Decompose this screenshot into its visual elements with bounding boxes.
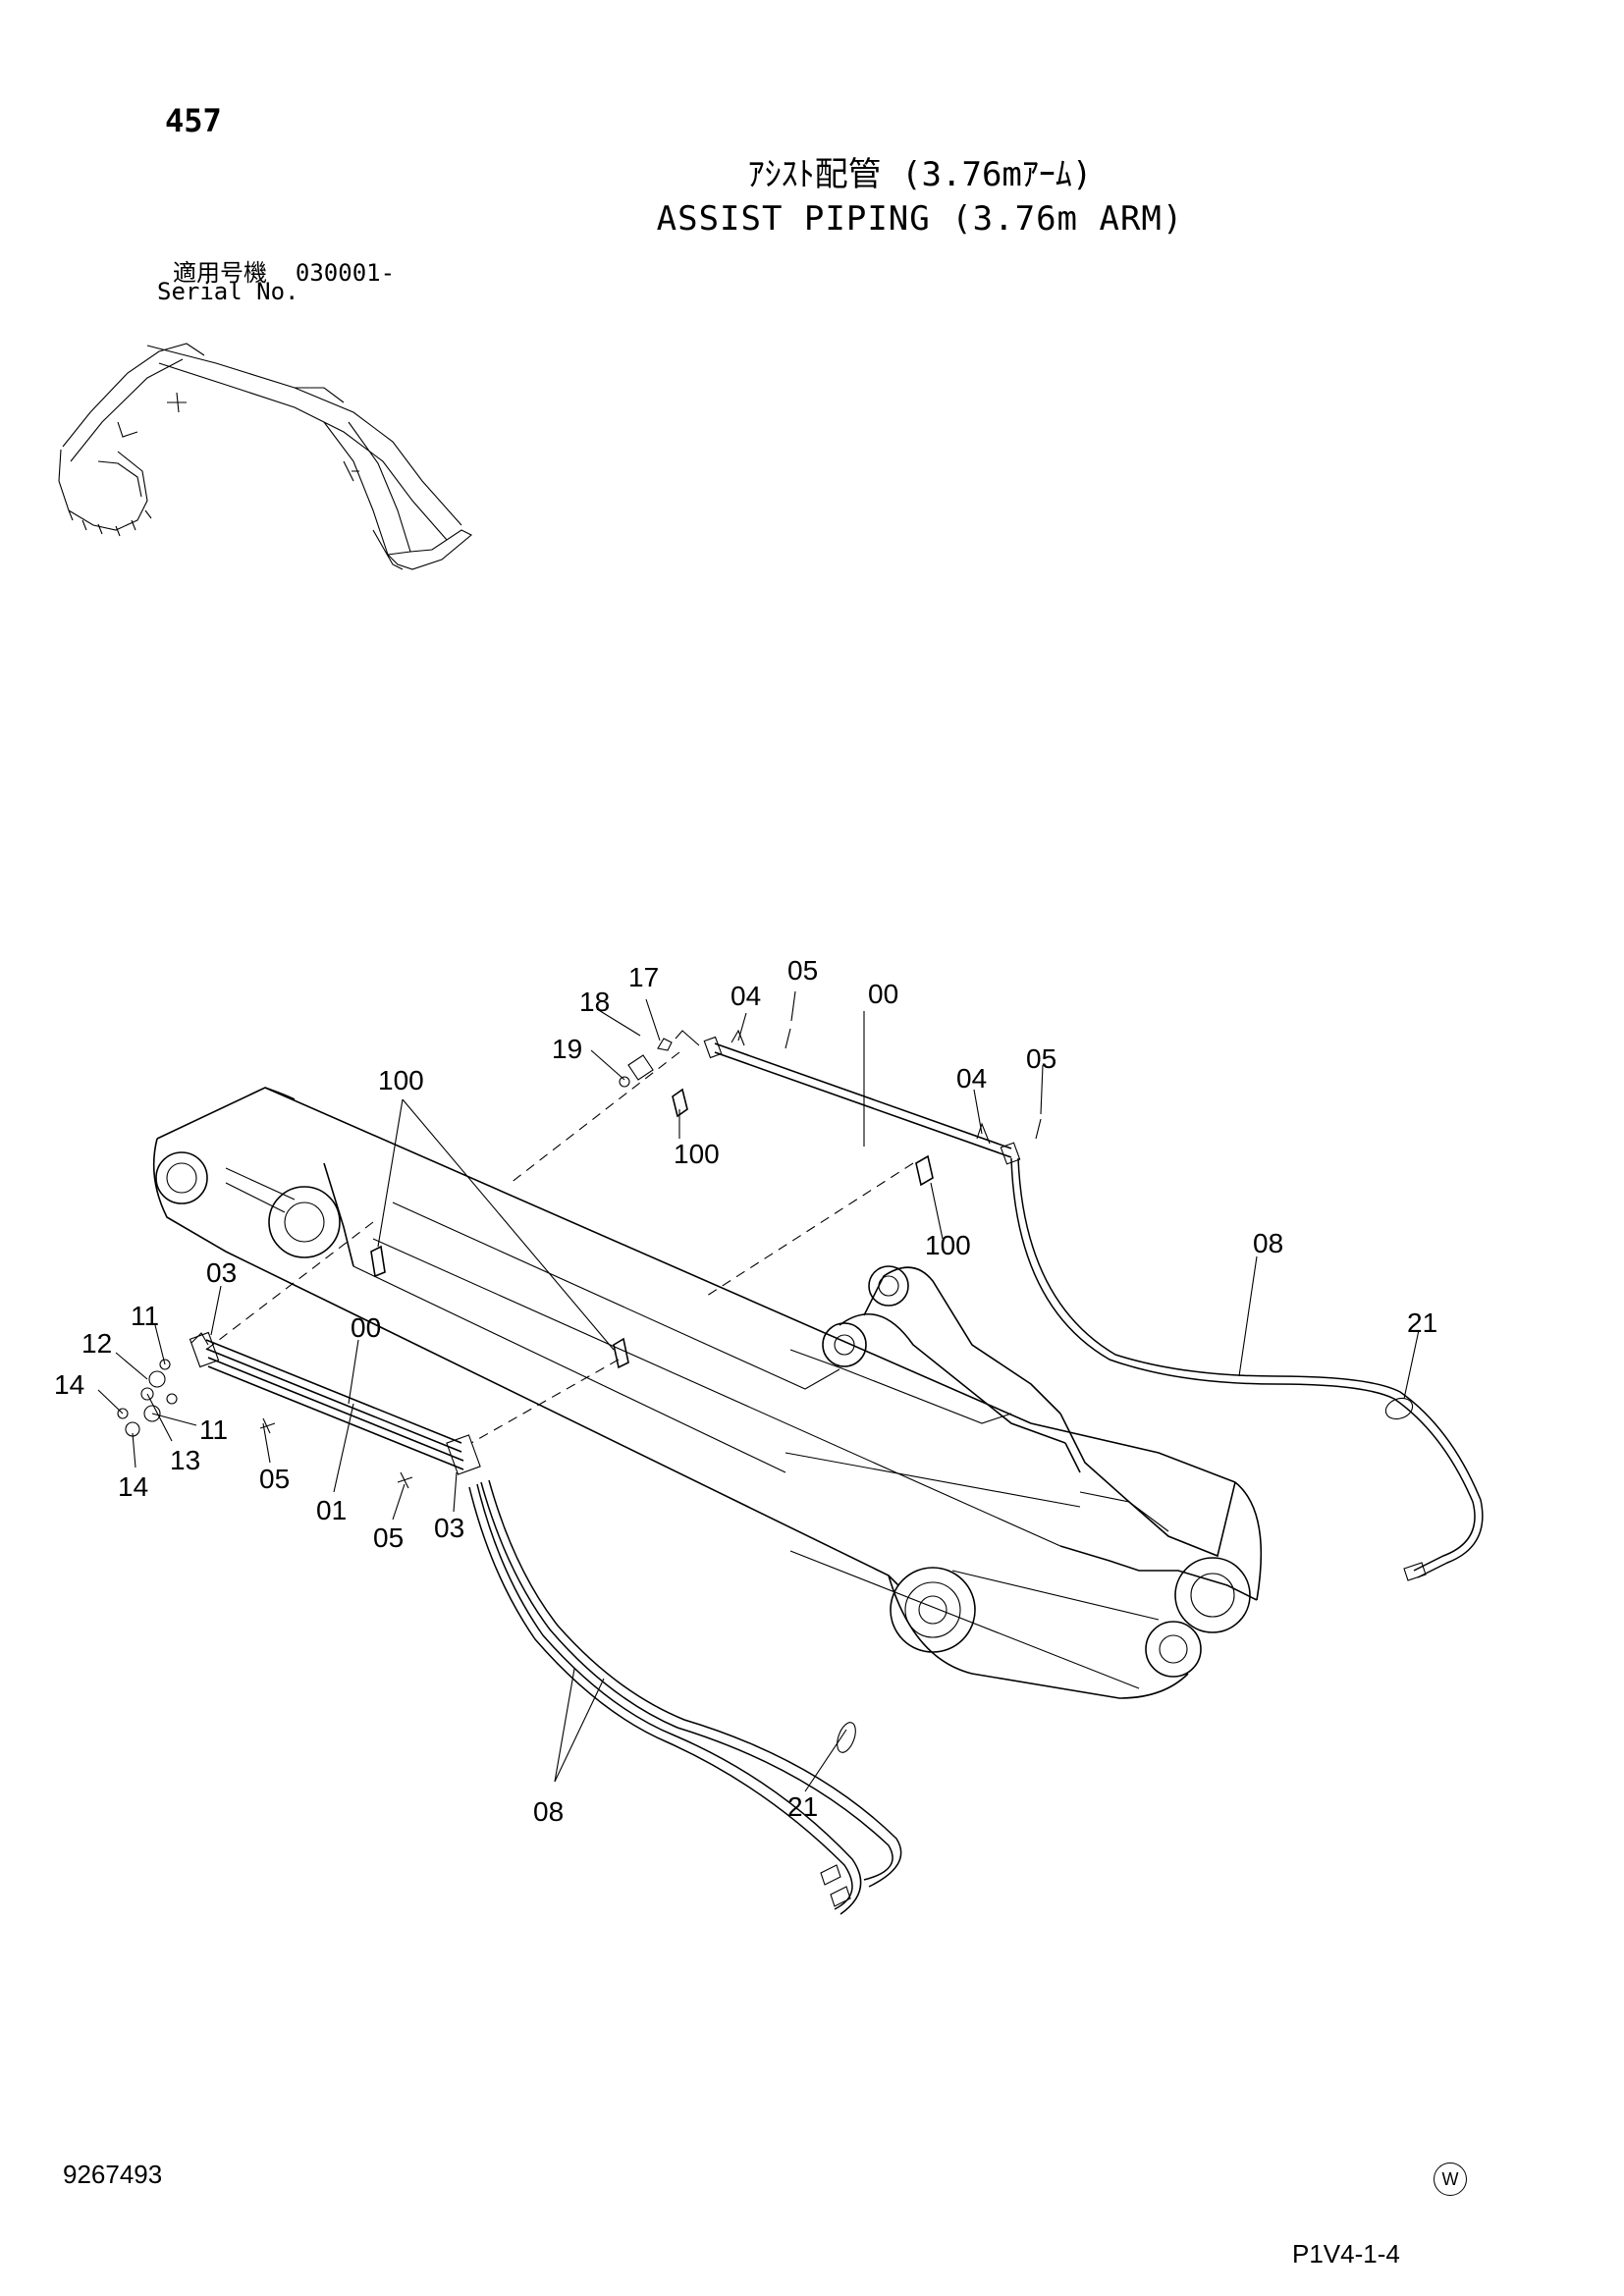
callout-14: 14 xyxy=(118,1471,148,1502)
serial-label-japanese: 適用号機 030001- xyxy=(173,253,395,288)
title-english: ASSIST PIPING (3.76m ARM) xyxy=(656,199,1184,239)
callout-11: 11 xyxy=(131,1301,159,1331)
callout-18: 18 xyxy=(579,987,610,1017)
callout-100: 100 xyxy=(674,1139,720,1169)
arm-clips xyxy=(370,1245,629,1369)
serial-label-english: Serial No. xyxy=(157,278,299,305)
callout-01: 01 xyxy=(316,1495,347,1525)
excavator-thumbnail xyxy=(58,343,472,570)
title-japanese: ｱｼｽﾄ配管 (3.76mｱｰﾑ) xyxy=(747,155,1093,194)
callout-05: 05 xyxy=(1026,1043,1056,1074)
lower-pipe-assembly xyxy=(117,1331,481,1489)
hoses xyxy=(468,1157,1484,1915)
leader-lines xyxy=(97,990,1420,1792)
w-circle-icon: W xyxy=(1434,2163,1467,2196)
callout-19: 19 xyxy=(552,1034,582,1064)
callout-17: 17 xyxy=(628,962,659,992)
page-code: P1V4-1-4 xyxy=(1292,2239,1400,2269)
serial-number-value: 030001- xyxy=(295,259,396,287)
callout-05: 05 xyxy=(787,955,818,986)
upper-pipe-assembly xyxy=(619,1028,1042,1187)
callout-00: 00 xyxy=(868,979,898,1009)
page-number: 457 xyxy=(165,102,222,139)
document-number: 9267493 xyxy=(63,2160,163,2189)
callout-21: 21 xyxy=(787,1791,818,1822)
callout-05: 05 xyxy=(373,1522,404,1553)
callout-08: 08 xyxy=(1253,1228,1283,1258)
callout-14: 14 xyxy=(54,1369,84,1400)
alignment-lines xyxy=(205,1051,914,1444)
callout-05: 05 xyxy=(259,1464,290,1494)
callout-12: 12 xyxy=(81,1328,112,1359)
callout-11: 11 xyxy=(199,1415,228,1445)
callout-00: 00 xyxy=(351,1312,381,1343)
callout-04: 04 xyxy=(956,1063,987,1094)
serial-label-jp-text: 適用号機 xyxy=(173,259,267,287)
callout-21: 21 xyxy=(1407,1308,1437,1338)
callout-100: 100 xyxy=(378,1065,424,1095)
callout-08: 08 xyxy=(533,1796,564,1827)
callout-100: 100 xyxy=(925,1230,971,1260)
callout-03: 03 xyxy=(206,1257,237,1288)
callout-04: 04 xyxy=(731,981,761,1011)
callout-labels: 17 18 19 04 05 00 05 04 100 100 100 08 2… xyxy=(54,955,1437,1827)
callout-03: 03 xyxy=(434,1513,464,1543)
arm-outline xyxy=(152,1087,1263,1699)
callout-13: 13 xyxy=(170,1445,200,1475)
